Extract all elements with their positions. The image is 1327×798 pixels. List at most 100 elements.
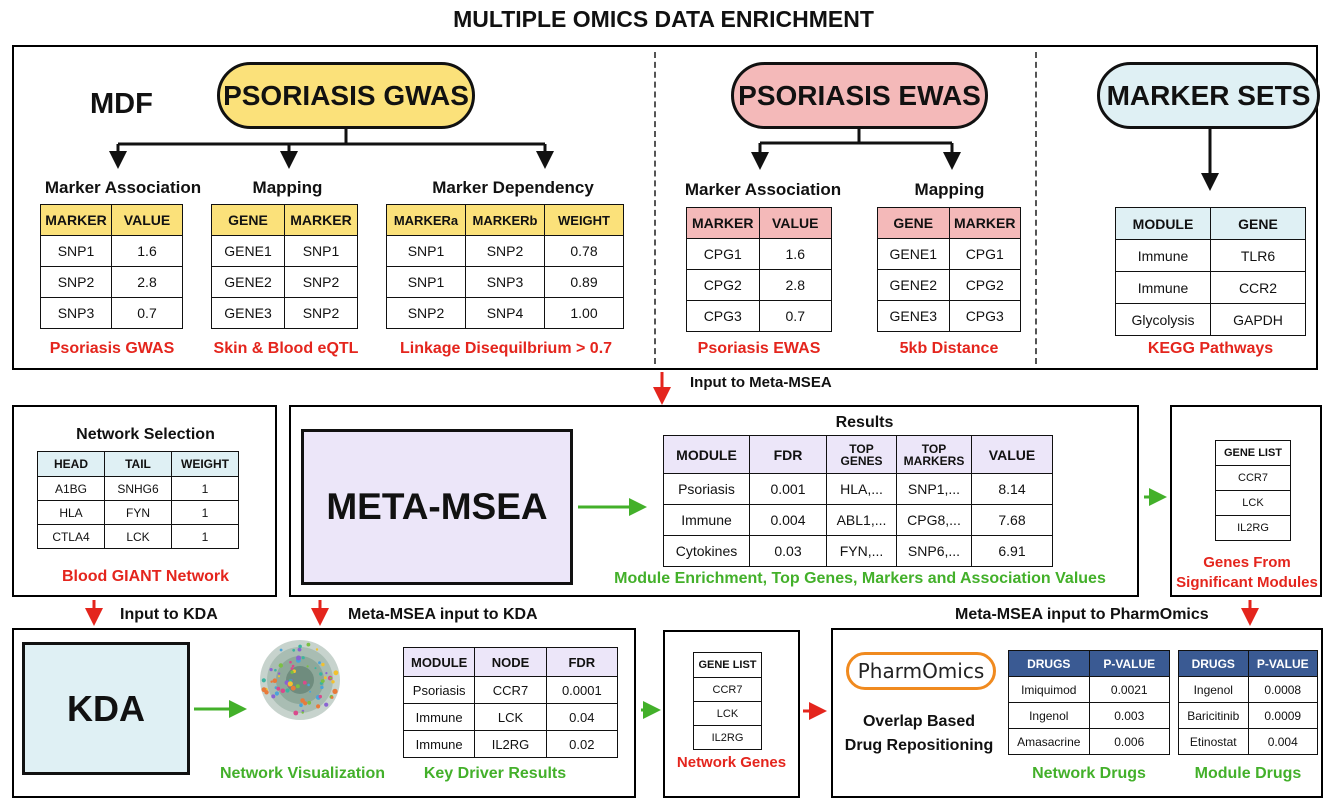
table-cell: SNP2 [386, 297, 466, 329]
table-cell: 0.7 [111, 297, 183, 329]
network-node [314, 667, 317, 670]
pharmomics-logo-text: PharmOmics [857, 659, 985, 683]
network-node [278, 663, 283, 668]
network-node [271, 694, 276, 699]
network-node [319, 672, 323, 676]
network-node [298, 644, 302, 649]
network-node [293, 710, 299, 716]
table-cell: IL2RG [693, 725, 762, 750]
table-cell: 0.004 [1247, 728, 1318, 755]
divider [1035, 52, 1037, 364]
table-cell: SNP4 [465, 297, 545, 329]
network-node [321, 662, 325, 667]
table-cell: TLR6 [1210, 239, 1306, 272]
network-node [318, 661, 321, 665]
header-cell: MARKER [686, 207, 760, 239]
table-cell: Immune [402, 730, 476, 758]
source-label: 5kb Distance [899, 340, 999, 357]
network-node [307, 683, 310, 687]
network-node [276, 686, 281, 691]
table-cell: SNP1,... [896, 473, 972, 505]
network-node [289, 660, 292, 664]
table-cell: ABL1,... [826, 504, 897, 536]
ewas-assoc-title: Marker Association [684, 180, 842, 199]
network-node [274, 691, 279, 696]
input-kda-label: Input to KDA [120, 606, 218, 623]
table-cell: 0.03 [749, 535, 827, 567]
table-cell: 0.02 [545, 730, 619, 758]
network-node [269, 668, 273, 672]
network-node [307, 700, 312, 705]
network-node [291, 664, 295, 668]
table-cell: SNP1 [40, 235, 112, 267]
table-cell: GENE2 [211, 266, 285, 298]
table-cell: 0.004 [749, 504, 827, 536]
header-cell: TOP MARKERS [896, 435, 972, 474]
network-node [290, 670, 294, 674]
network-node [280, 688, 286, 694]
network-node [320, 679, 325, 683]
meta-pharm-label: Meta-MSEA input to PharmOmics [955, 606, 1209, 623]
table-cell: 0.7 [758, 300, 832, 332]
table-cell: 0.78 [544, 235, 624, 267]
table-cell: 0.0009 [1247, 702, 1318, 729]
network-node [296, 655, 301, 661]
table-cell: IL2RG [1215, 515, 1291, 541]
table-cell: Immune [1115, 271, 1211, 304]
table-cell: Baricitinib [1178, 702, 1249, 729]
network-node [278, 675, 280, 678]
header-cell: MODULE [1115, 207, 1211, 240]
network-node [295, 684, 300, 689]
sig-gene-list: GENE LIST CCR7 LCK IL2RG [1215, 440, 1291, 541]
header-cell: TOP GENES [826, 435, 897, 474]
table-cell: SNP6,... [896, 535, 972, 567]
table-cell: SNP2 [284, 266, 358, 298]
viz-caption: Network Visualization [219, 765, 386, 782]
table-cell: LCK [1215, 490, 1291, 516]
table-cell: FYN,... [826, 535, 897, 567]
network-title: Network Selection [76, 426, 215, 443]
table-cell: A1BG [37, 476, 105, 501]
header-cell: DRUGS [1008, 650, 1090, 677]
table-cell: 0.001 [749, 473, 827, 505]
gwas-dependency-title: Marker Dependency [432, 178, 594, 197]
network-node [332, 688, 338, 694]
input-meta-label: Input to Meta-MSEA [690, 374, 832, 391]
table-cell: GAPDH [1210, 303, 1306, 336]
network-node [324, 702, 329, 707]
network-node [302, 680, 307, 685]
network-node [301, 656, 305, 660]
network-node [277, 672, 281, 675]
table-cell: HLA [37, 500, 105, 525]
network-node [331, 680, 335, 684]
network-node [323, 676, 327, 680]
results-table: MODULE FDR TOP GENES TOP MARKERS VALUE P… [663, 435, 1053, 567]
netgenes-list: GENE LIST CCR7 LCK IL2RG [693, 652, 762, 750]
table-cell: HLA,... [826, 473, 897, 505]
markersets-pill: MARKER SETS [1097, 62, 1320, 129]
network-drugs-caption: Network Drugs [1032, 765, 1146, 782]
table-cell: LCK [104, 524, 172, 549]
table-cell: GENE3 [211, 297, 285, 329]
table-cell: 6.91 [971, 535, 1053, 567]
network-node [287, 681, 293, 687]
gwas-assoc-title: Marker Association [44, 178, 202, 197]
network-node [306, 642, 311, 647]
table-cell: GENE3 [877, 300, 950, 332]
gwas-mapping-title: Mapping [252, 178, 323, 197]
network-node [299, 703, 303, 708]
netgenes-caption: Network Genes [676, 754, 787, 771]
table-cell: IL2RG [474, 730, 547, 758]
table-cell: 1.00 [544, 297, 624, 329]
table-cell: Glycolysis [1115, 303, 1211, 336]
table-cell: SNP3 [40, 297, 112, 329]
header-cell: P-VALUE [1247, 650, 1318, 677]
network-node [290, 685, 296, 691]
